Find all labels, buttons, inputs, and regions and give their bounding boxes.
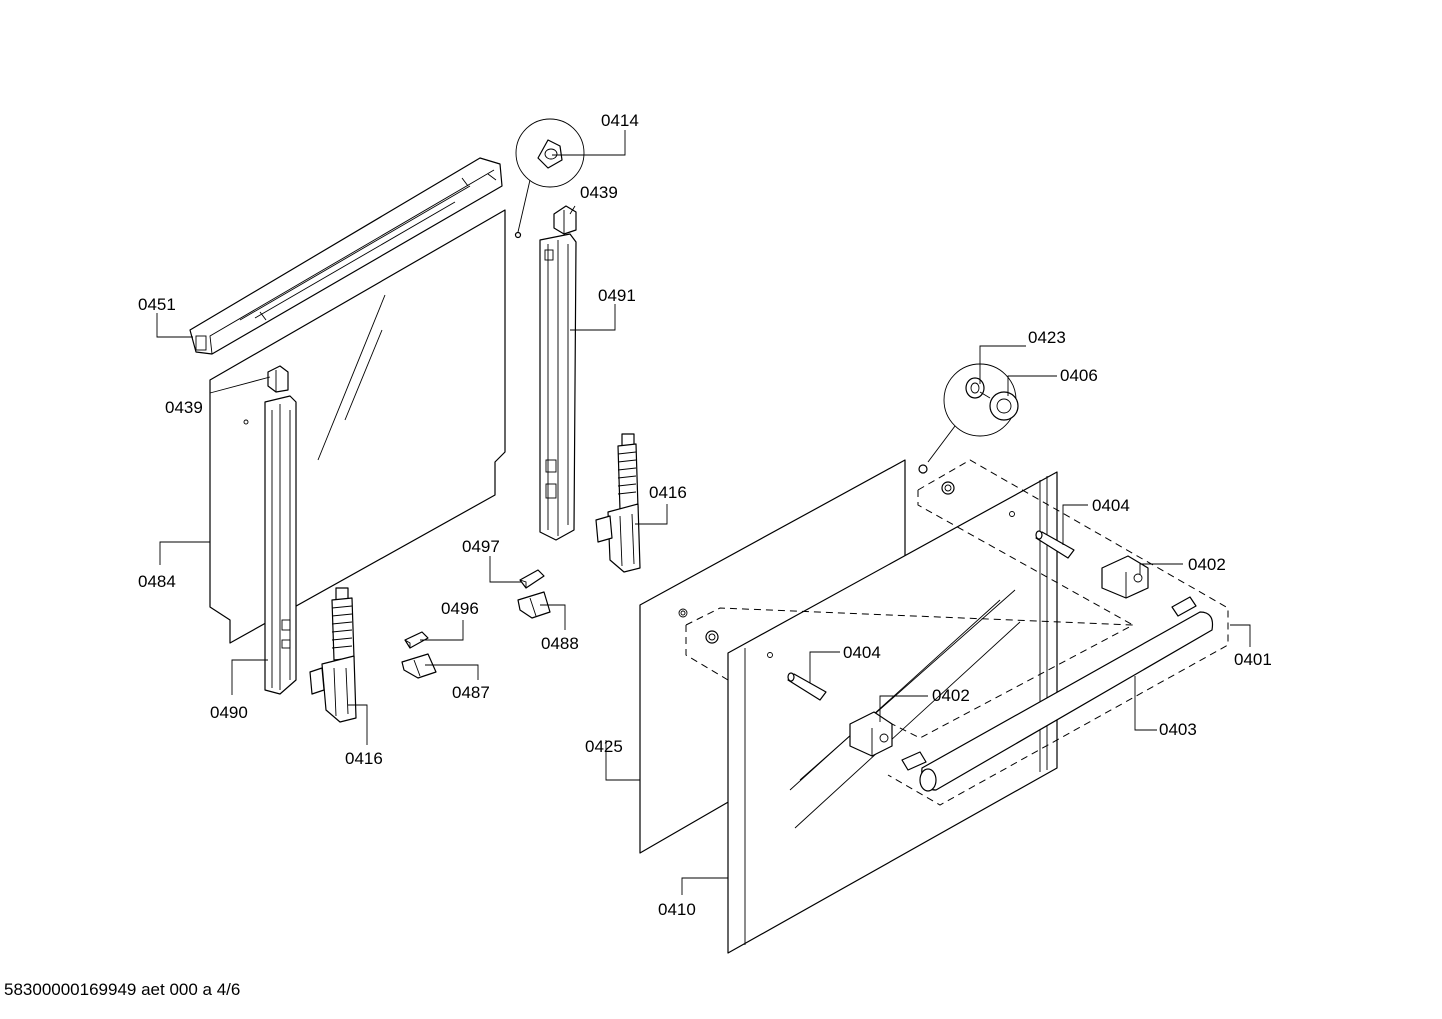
label-0416-right: 0416 bbox=[649, 483, 687, 502]
label-0403: 0403 bbox=[1159, 720, 1197, 739]
handle-assembly-outline bbox=[685, 459, 1229, 806]
label-0491: 0491 bbox=[598, 286, 636, 305]
label-0439-right: 0439 bbox=[580, 183, 618, 202]
label-0410: 0410 bbox=[658, 900, 696, 919]
part-labels: 0414 0439 0451 0491 0439 0416 0497 0484 … bbox=[138, 111, 1272, 919]
handle-end-cap-upper bbox=[1101, 555, 1149, 599]
label-0423: 0423 bbox=[1028, 328, 1066, 347]
left-hinge bbox=[309, 587, 357, 723]
bushing-upper bbox=[941, 481, 955, 495]
label-0451: 0451 bbox=[138, 295, 176, 314]
drawing-reference-footer: 58300000169949 aet 000 a 4/6 bbox=[4, 980, 241, 999]
label-0490: 0490 bbox=[210, 703, 248, 722]
detail-circle-0414 bbox=[514, 118, 585, 239]
clip-left bbox=[267, 365, 289, 393]
top-trim-strip bbox=[189, 157, 503, 355]
right-hinge bbox=[595, 433, 641, 573]
small-part-0487 bbox=[401, 653, 437, 679]
label-0414: 0414 bbox=[601, 111, 639, 130]
label-0496: 0496 bbox=[441, 599, 479, 618]
label-0401: 0401 bbox=[1234, 650, 1272, 669]
label-0402-upper: 0402 bbox=[1188, 555, 1226, 574]
leader-lines bbox=[156, 130, 1251, 895]
small-part-0497 bbox=[519, 569, 545, 589]
label-0406: 0406 bbox=[1060, 366, 1098, 385]
handle-end-cap-lower bbox=[849, 711, 893, 757]
label-0488: 0488 bbox=[541, 634, 579, 653]
pin-upper bbox=[1035, 530, 1075, 559]
inner-glass-panel bbox=[209, 209, 506, 644]
right-hinge-rail bbox=[539, 233, 577, 541]
handle-bar bbox=[901, 596, 1214, 792]
bushing-lower bbox=[705, 630, 719, 644]
label-0402-lower: 0402 bbox=[932, 686, 970, 705]
small-part-0496 bbox=[404, 631, 429, 649]
label-0425: 0425 bbox=[585, 737, 623, 756]
small-part-0488 bbox=[517, 591, 551, 619]
detail-circle-0423-0406 bbox=[918, 363, 1019, 474]
label-0487: 0487 bbox=[452, 683, 490, 702]
bushing-lower-hole bbox=[708, 633, 716, 641]
label-0404-lower: 0404 bbox=[843, 643, 881, 662]
label-0416-left: 0416 bbox=[345, 749, 383, 768]
pin-lower bbox=[787, 672, 827, 701]
label-0484: 0484 bbox=[138, 572, 176, 591]
label-0404-upper: 0404 bbox=[1092, 496, 1130, 515]
bushing-upper-hole bbox=[944, 484, 952, 492]
left-hinge-rail bbox=[264, 395, 297, 695]
label-0497: 0497 bbox=[462, 537, 500, 556]
label-0439-left: 0439 bbox=[165, 398, 203, 417]
